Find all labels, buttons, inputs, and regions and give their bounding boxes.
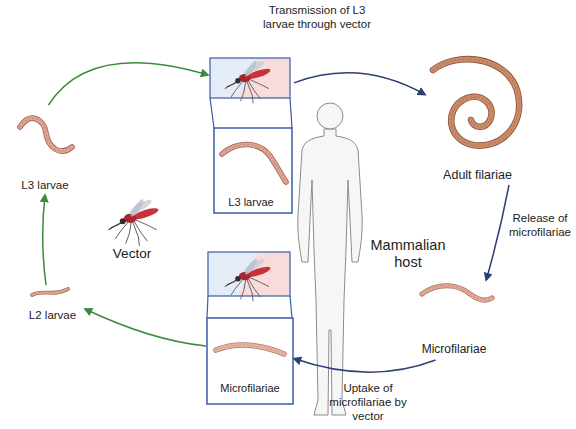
edge-label: Release of microfilariae — [506, 212, 574, 240]
stage-art — [20, 118, 72, 151]
edge-label: Transmission of L3 larvae through vector — [262, 4, 372, 32]
stage-art — [210, 58, 290, 98]
human-figure — [298, 129, 362, 415]
stage-art — [20, 118, 72, 151]
stage-art — [222, 144, 286, 182]
cycle-arrow — [294, 359, 436, 373]
stage-name: L3 larvae — [4, 179, 86, 192]
stage-art — [216, 345, 284, 354]
stage-art — [216, 345, 284, 354]
stage-art — [207, 296, 208, 318]
host-label: Mammalian host — [366, 237, 450, 272]
vector-label: Vector — [104, 246, 160, 262]
adult-stage: Adult filariae — [425, 50, 530, 185]
stage-art — [225, 257, 272, 301]
stage-art — [290, 296, 292, 318]
stage-art — [433, 59, 519, 145]
vector-mosquito — [108, 197, 159, 245]
stage-art — [32, 289, 68, 295]
stage-art — [20, 118, 72, 151]
stage-art — [422, 286, 492, 300]
larva-stage: L2 larvae — [20, 285, 85, 325]
cycle-arrow — [486, 185, 509, 280]
cycle-arrow — [49, 63, 209, 105]
stage-name: L3 larvae — [202, 196, 300, 209]
cycle-arrow — [294, 73, 425, 95]
stage-art — [216, 345, 284, 354]
stage-art — [32, 289, 68, 295]
microfilaria-stage: Microfilariae — [408, 280, 500, 360]
stage-art — [433, 59, 519, 145]
cycle-arrow — [43, 195, 46, 285]
stage-name: Adult filariae — [419, 168, 536, 182]
stage-art — [290, 98, 292, 128]
stage-art — [433, 59, 519, 145]
stage-name: Microfilariae — [200, 382, 300, 395]
stage-art — [208, 252, 290, 296]
stage-art — [225, 59, 272, 103]
stage-art — [422, 286, 492, 300]
human-head — [317, 103, 343, 129]
stage-art — [210, 98, 214, 128]
larva-stage: L3 larvae — [10, 105, 80, 195]
stage-illustration — [425, 50, 530, 185]
stage-illustration — [208, 56, 294, 214]
cycle-arrow — [85, 309, 206, 346]
stage-art — [222, 144, 286, 182]
stage-name: Microfilariae — [402, 343, 506, 357]
stage-name: L2 larvae — [14, 309, 91, 322]
vector-inset: Microfilariae — [206, 250, 294, 405]
stage-illustration — [206, 250, 294, 405]
vector-inset: L3 larvae — [208, 56, 294, 214]
stage-art — [222, 144, 286, 182]
stage-art — [422, 286, 492, 300]
stage-art — [32, 289, 68, 295]
edge-label: Uptake of microfilariae by vector — [322, 382, 414, 423]
